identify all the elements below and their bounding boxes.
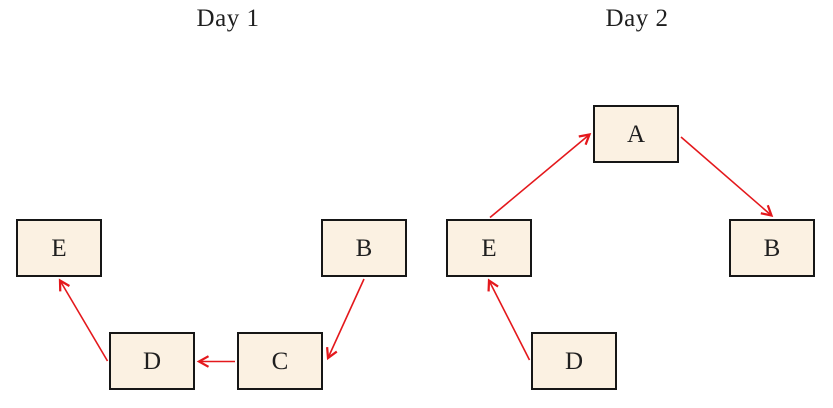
day2-node-E-label: E <box>481 234 497 262</box>
day2-node-B-label: B <box>763 234 781 262</box>
day1-node-D: D <box>109 332 195 390</box>
day2-arrow-D-to-E <box>487 278 531 361</box>
day1-node-E: E <box>16 219 102 277</box>
day1-node-B: B <box>321 219 407 277</box>
day1-node-C: C <box>237 332 323 390</box>
day2-node-E: E <box>446 219 532 277</box>
day1-arrow-D-to-E <box>58 278 109 362</box>
day1-node-B-label: B <box>355 234 373 262</box>
day2-node-D-label: D <box>564 347 584 375</box>
day2-node-B: B <box>729 219 815 277</box>
day2-arrow-A-to-B <box>680 136 774 218</box>
day2-arrow-E-to-A <box>489 133 592 219</box>
day2-node-A: A <box>593 105 679 163</box>
day2-node-A-label: A <box>626 120 646 148</box>
day1-arrow-B-to-C <box>325 278 365 361</box>
day1-node-D-label: D <box>142 347 162 375</box>
day1-node-E-label: E <box>51 234 67 262</box>
day2-title: Day 2 <box>605 5 669 32</box>
day2-node-D: D <box>531 332 617 390</box>
day1-title: Day 1 <box>196 5 260 32</box>
day1-node-C-label: C <box>271 347 289 375</box>
